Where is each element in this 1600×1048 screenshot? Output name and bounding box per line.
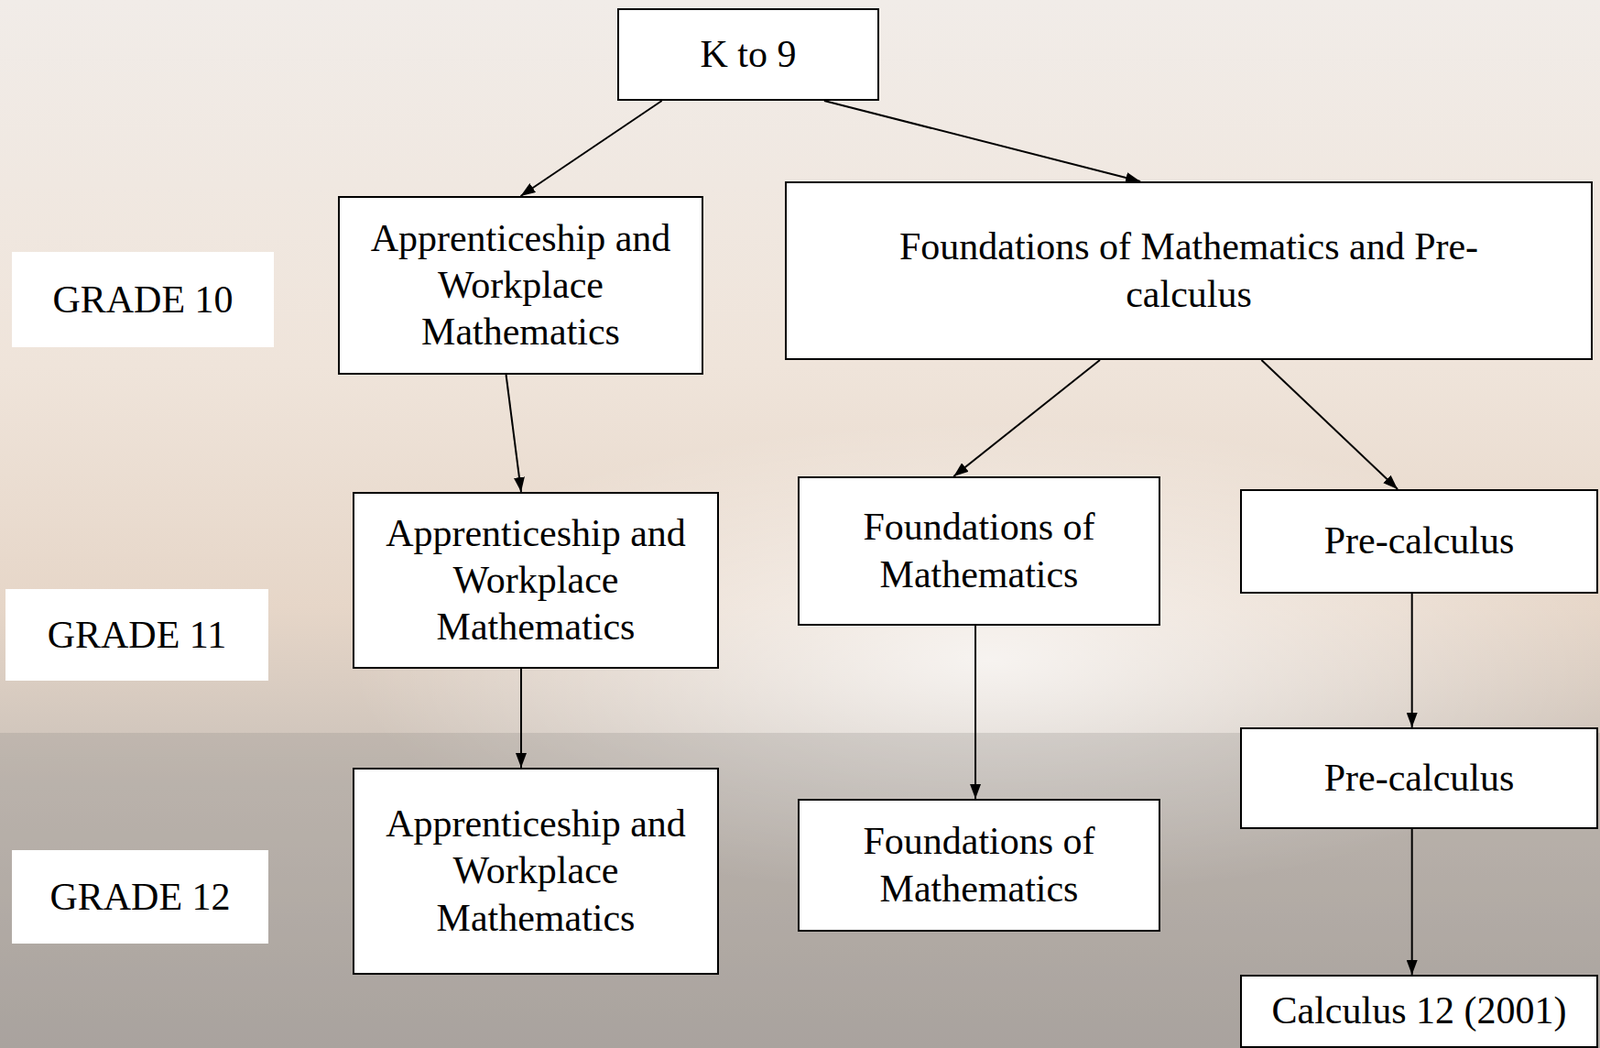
course-name: Pre-calculus [1324,754,1515,802]
flow-arrow [953,359,1100,477]
course-box: Pre-calculus [1240,489,1599,594]
course-name: Apprenticeship and Workplace Mathematics [347,215,695,357]
flow-arrow [1261,359,1398,490]
course-name: Foundations of Mathematics [823,817,1135,912]
flow-arrow [824,100,1141,182]
grade-label: GRADE 12 [11,849,269,944]
flow-arrow [506,374,522,492]
course-box: Pre-calculus [1240,727,1599,829]
course-box: Apprenticeship and Workplace Mathematics [352,767,719,975]
course-name: Foundations of Mathematics and Pre-calcu… [877,223,1501,317]
flow-arrow [1411,593,1414,728]
course-box: K to 9 [617,8,880,101]
ground-shade [0,732,1600,1048]
course-name: K to 9 [700,31,797,78]
grade-label: GRADE 11 [5,588,269,681]
course-name: Calculus 12 (2001) [1272,987,1568,1035]
course-name: Pre-calculus [1324,517,1515,565]
course-box: Apprenticeship and Workplace Mathematics [337,195,704,375]
course-box: Calculus 12 (2001) [1240,974,1599,1048]
flow-arrow [974,625,977,799]
flow-arrow [521,100,663,196]
course-box: Foundations of Mathematics [797,476,1161,626]
grade-label: GRADE 10 [11,251,274,348]
course-box: Foundations of Mathematics and Pre-calcu… [784,181,1593,360]
flow-arrow [520,668,523,768]
course-name: Foundations of Mathematics [823,503,1135,598]
course-box: Apprenticeship and Workplace Mathematics [352,491,719,669]
course-name: Apprenticeship and Workplace Mathematics [361,510,710,652]
course-name: Apprenticeship and Workplace Mathematics [361,800,710,942]
course-box: Foundations of Mathematics [797,798,1161,932]
flow-arrow [1411,828,1414,975]
